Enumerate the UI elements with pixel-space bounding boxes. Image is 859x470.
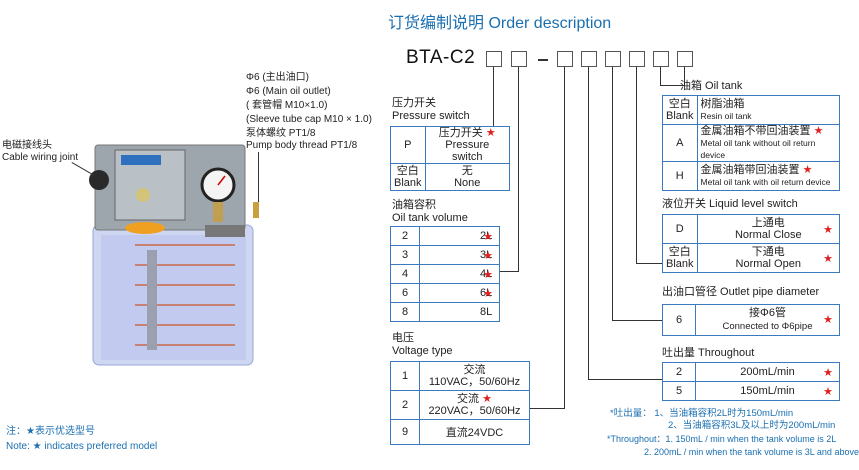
code-slot-1 (486, 51, 502, 67)
pressure-desc-p: 压力开关 ★Pressure switch (424, 126, 511, 164)
code-slot-6 (629, 51, 645, 67)
footnote-4: 2. 200mL / min when the tank volume is 3… (644, 447, 859, 457)
preferred-note: 注：★表示优选型号 Note: ★ indicates preferred mo… (6, 424, 157, 454)
footnote-2: 2、当油箱容积3L及以上时为200mL/min (668, 420, 836, 431)
code-slot-2 (511, 51, 527, 67)
outlet-callout-2: Φ6 (Main oil outlet) (246, 86, 331, 97)
model-prefix: BTA-C2 (406, 47, 476, 68)
table-row: A 金属油箱不带回油装置 ★Metal oil tank without oil… (662, 124, 841, 162)
preferred-note-cn: 注：★表示优选型号 (6, 426, 95, 437)
footnote-1: *吐出量： 1、当油箱容积2L时为150mL/min (610, 408, 794, 419)
code-slot-3 (557, 51, 573, 67)
outlet-callout-5: 泵体螺纹 PT1/8 (246, 128, 316, 139)
level-title: 液位开关 Liquid level switch (662, 198, 798, 210)
code-slot-7 (653, 51, 669, 67)
outlet-title: 出油口管径 Outlet pipe diameter (662, 286, 820, 298)
outlet-callout-1: Φ6 (主出油口) (246, 72, 309, 83)
footnote-3: *Throughout：1. 150mL / min when the tank… (607, 434, 837, 444)
cable-callout-en: Cable wiring joint (2, 152, 79, 163)
table-row: P 压力开关 ★Pressure switch (390, 126, 511, 164)
outlet-callout-3: ( 套管帽 M10×1.0) (246, 100, 328, 111)
code-dash (538, 59, 548, 61)
code-slot-8 (677, 51, 693, 67)
tank-title: 油箱 Oil tank (680, 80, 743, 92)
code-slot-5 (605, 51, 621, 67)
page-title: 订货编制说明 Order description (388, 15, 612, 32)
cable-callout-cn: 电磁接线头 (2, 140, 52, 151)
table-row: H 金属油箱带回油装置 ★Metal oil tank with oil ret… (662, 161, 841, 191)
outlet-callout-6: Pump body thread PT1/8 (246, 140, 358, 151)
outlet-callout-4: (Sleeve tube cap M10 × 1.0) (246, 114, 372, 125)
lubrication-pump-image (89, 144, 259, 366)
throughput-title: 吐出量 Throughout (662, 347, 755, 359)
pressure-code-p: P (390, 126, 426, 164)
code-slot-4 (581, 51, 597, 67)
preferred-note-en: Note: ★ indicates preferred model (6, 441, 158, 452)
